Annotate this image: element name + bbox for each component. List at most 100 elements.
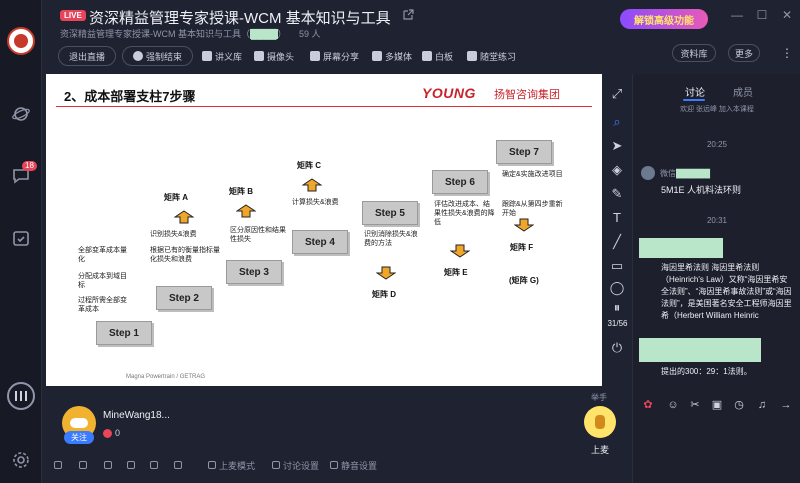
slides-icon bbox=[202, 51, 212, 61]
pause-icon[interactable]: ⏸ bbox=[613, 300, 621, 315]
close-icon[interactable]: ✕ bbox=[781, 8, 793, 22]
search-icon[interactable]: ⌕ bbox=[613, 114, 621, 129]
redacted-name: ██████ bbox=[676, 169, 711, 178]
clock-icon[interactable]: ◷ bbox=[734, 399, 744, 411]
screen-share-button[interactable]: 屏幕分享 bbox=[310, 46, 359, 66]
left-rail: 18 bbox=[0, 0, 42, 483]
avatar-face bbox=[70, 418, 88, 428]
volume-icon[interactable] bbox=[127, 459, 135, 471]
down-arrow-d bbox=[376, 266, 396, 280]
ellipse-tool-icon[interactable]: ◯ bbox=[609, 280, 625, 295]
screen-share-label: 屏幕分享 bbox=[323, 51, 360, 62]
minimize-icon[interactable]: — bbox=[731, 8, 743, 22]
force-end-button[interactable]: 强制结束 bbox=[122, 46, 194, 66]
settings-glyph bbox=[150, 461, 158, 469]
power-icon[interactable]: ⏻ bbox=[611, 340, 623, 355]
live-badge: LIVE bbox=[60, 10, 86, 21]
exit-live-button[interactable]: 退出直播 bbox=[58, 46, 117, 66]
matrix-d-label: 矩阵 D bbox=[372, 290, 396, 299]
chat-bubble-icon[interactable] bbox=[11, 166, 31, 186]
redacted-block: ████ bbox=[250, 29, 278, 39]
flower-icon[interactable]: ✿ bbox=[643, 399, 653, 411]
stage-area: 关注 MineWang18... 0 举手 上麦 上麦模式 讨论设置 静音设置 bbox=[42, 388, 632, 483]
step-7-box: Step 7 bbox=[496, 140, 552, 164]
mute-settings-button[interactable]: 静音设置 bbox=[330, 459, 377, 471]
step1-bullet-1: 全部变革成本量化 bbox=[78, 247, 127, 263]
more-vertical-icon[interactable]: ⋮ bbox=[781, 46, 793, 60]
quiz-button[interactable]: 随堂练习 bbox=[467, 46, 516, 66]
subtitle-text: 资深精益管理专家授课-WCM 基本知识与工具（ bbox=[60, 29, 250, 39]
image-icon[interactable]: ▣ bbox=[711, 399, 723, 411]
eraser-icon[interactable]: ◈ bbox=[612, 162, 622, 177]
chat-username: 微信██████ bbox=[660, 168, 711, 179]
step1-bullet-3: 过程所需全部变革成本 bbox=[78, 297, 127, 313]
materials-button[interactable]: 资料库 bbox=[672, 44, 716, 62]
course-title: 资深精益管理专家授课-WCM 基本知识与工具 bbox=[89, 10, 391, 27]
maximize-icon[interactable]: ☐ bbox=[756, 8, 768, 22]
wifi-icon[interactable] bbox=[54, 459, 62, 471]
page-indicator: 31/56 bbox=[607, 319, 628, 328]
step2-bullet-2: 根据已有的衡量指标量化损失和浪费 bbox=[150, 247, 220, 263]
multimedia-label: 多媒体 bbox=[385, 51, 413, 62]
speaker-icon[interactable] bbox=[79, 459, 87, 471]
lecture-library-label: 讲义库 bbox=[215, 51, 243, 62]
long-chat-message: 海因里希法则 海因里希法则（Heinrich's Law）又称“海因里希安全法则… bbox=[661, 263, 792, 320]
beauty-glyph bbox=[174, 461, 182, 469]
unlock-premium-button[interactable]: 解锁高级功能 bbox=[620, 9, 708, 29]
pointer-icon[interactable]: ➤ bbox=[611, 138, 623, 153]
whiteboard-icon bbox=[422, 51, 432, 61]
send-arrow-icon[interactable]: → bbox=[780, 399, 792, 411]
planet-icon[interactable] bbox=[11, 104, 31, 124]
rectangle-tool-icon[interactable]: ▭ bbox=[610, 258, 624, 273]
chat-message-3: 提出的300：29：1法则。 bbox=[661, 367, 752, 376]
discussion-settings-button[interactable]: 讨论设置 bbox=[272, 459, 319, 471]
mic-mode-icon bbox=[208, 461, 216, 469]
quiz-icon bbox=[467, 51, 477, 61]
viewer-count: 59 人 bbox=[299, 29, 321, 39]
multimedia-button[interactable]: 多媒体 bbox=[372, 46, 412, 66]
chat-tabs: 讨论 成员 bbox=[633, 82, 800, 102]
settings-icon[interactable] bbox=[150, 459, 158, 471]
calendar-check-icon[interactable] bbox=[11, 228, 31, 248]
bell-icon[interactable]: ♫ bbox=[757, 399, 767, 411]
up-arrow-c bbox=[302, 178, 322, 192]
scissors-icon[interactable]: ✂ bbox=[690, 399, 700, 411]
mic-icon[interactable] bbox=[104, 459, 112, 471]
beauty-icon[interactable] bbox=[174, 459, 182, 471]
redacted-sender-2 bbox=[639, 338, 761, 362]
unread-badge: 18 bbox=[22, 161, 37, 171]
matrix-f-label: 矩阵 F bbox=[510, 243, 534, 252]
settings-gear-icon[interactable] bbox=[11, 450, 31, 470]
whiteboard-button[interactable]: 白板 bbox=[422, 46, 453, 66]
text-tool-icon[interactable]: T bbox=[613, 210, 621, 225]
tab-discussion[interactable]: 讨论 bbox=[685, 88, 705, 99]
follow-button[interactable]: 关注 bbox=[64, 431, 94, 444]
step-2-box: Step 2 bbox=[156, 286, 212, 310]
discussion-panel: 讨论 成员 欢迎 张远峰 加入本课程 20:25 微信██████ 5M1E 人… bbox=[632, 74, 800, 483]
whiteboard-mode-icon[interactable] bbox=[7, 382, 35, 410]
camera-label: 摄像头 bbox=[267, 51, 295, 62]
external-link-icon[interactable] bbox=[402, 9, 414, 21]
tab-members[interactable]: 成员 bbox=[733, 88, 753, 99]
chat-input-toolbar: ✿ ☺ ✂ ▣ ◷ ♫ → bbox=[632, 396, 800, 416]
emoji-icon[interactable]: ☺ bbox=[667, 399, 679, 411]
camera-button[interactable]: 摄像头 bbox=[254, 46, 294, 66]
step7-bullet-1: 确定&实施改进项目 bbox=[502, 171, 563, 178]
mic-mode-button[interactable]: 上麦模式 bbox=[208, 459, 255, 471]
line-tool-icon[interactable]: ╱ bbox=[613, 234, 621, 249]
raise-hand-button[interactable] bbox=[584, 406, 616, 438]
mic-mode-label: 上麦模式 bbox=[219, 460, 256, 471]
join-notice: 欢迎 张远峰 加入本课程 bbox=[680, 106, 754, 113]
timestamp-1: 20:25 bbox=[706, 140, 728, 149]
more-button[interactable]: 更多 bbox=[728, 44, 760, 62]
fullscreen-icon[interactable]: ⤢ bbox=[611, 86, 623, 101]
brand-logo: YOUNG bbox=[422, 85, 476, 101]
pen-icon[interactable]: ✎ bbox=[611, 186, 623, 201]
lecture-library-button[interactable]: 讲义库 bbox=[202, 46, 242, 66]
stop-icon bbox=[133, 51, 143, 61]
redacted-sender bbox=[639, 238, 723, 258]
camera-icon bbox=[254, 51, 264, 61]
org-logo[interactable] bbox=[7, 27, 35, 55]
live-toolbar: 退出直播 强制结束 讲义库 摄像头 屏幕分享 多媒体 白板 随堂练习 bbox=[42, 43, 602, 69]
